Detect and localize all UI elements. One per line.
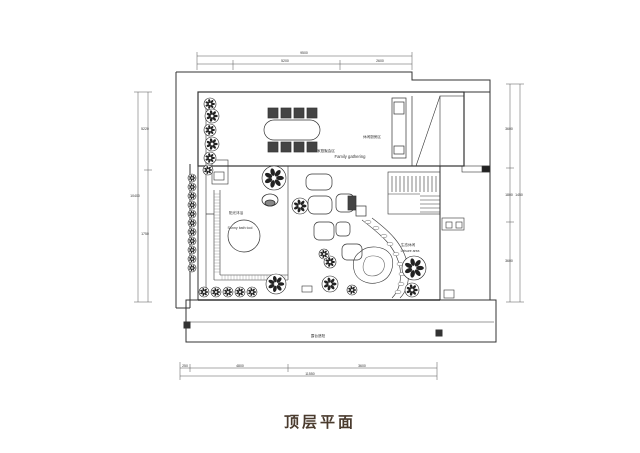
tree-symbol xyxy=(187,173,197,183)
tree-symbol xyxy=(321,275,339,293)
kitchen-counter xyxy=(391,96,413,166)
trees-and-plants xyxy=(187,97,427,298)
tree-symbol xyxy=(203,123,217,137)
staircase xyxy=(387,171,441,215)
bottom-dim-right: 3600 xyxy=(358,364,366,368)
pool xyxy=(352,246,393,284)
tree-symbol xyxy=(187,182,197,192)
tree-symbol xyxy=(318,248,330,260)
tree-symbol xyxy=(203,151,217,165)
label-family-en: Family gathering xyxy=(335,154,367,159)
top-dim-overall: 9500 xyxy=(300,51,308,55)
top-dim-right: 2600 xyxy=(376,59,384,63)
glass-partition xyxy=(415,95,491,173)
drawing-title: 顶层平面 xyxy=(283,413,356,431)
tree-symbol xyxy=(203,97,217,111)
label-landscape-en: Leisure area xyxy=(401,249,420,253)
tree-symbol xyxy=(202,164,214,176)
right-planters xyxy=(301,217,465,299)
tree-symbol xyxy=(346,284,358,296)
label-kitchen-cn: 休闲厨房区 xyxy=(363,134,381,139)
bottom-dim-small: 250 xyxy=(182,364,188,368)
sunbath-rug xyxy=(206,213,261,253)
left-dimension xyxy=(134,91,152,303)
tree-symbol xyxy=(404,282,420,298)
tree-symbol xyxy=(265,273,287,295)
bottom-dimension xyxy=(179,362,438,380)
label-landscape-cn: 生态休闲 xyxy=(401,242,416,247)
tree-symbol xyxy=(187,209,197,219)
tree-symbol xyxy=(291,197,309,215)
dining-table xyxy=(263,107,321,153)
label-family-cn: 家庭聚会区 xyxy=(317,148,335,153)
tree-symbol xyxy=(204,108,220,124)
top-dimension xyxy=(196,52,413,70)
tree-symbol xyxy=(261,165,287,191)
bottom-dim-left: 4800 xyxy=(236,364,244,368)
tree-symbol xyxy=(187,218,197,228)
right-dim-lower: 3600 xyxy=(505,259,513,263)
curved-path xyxy=(361,217,409,299)
tree-symbol xyxy=(401,255,427,281)
top-dim-left: 5200 xyxy=(281,59,289,63)
left-dim-overall: 10400 xyxy=(130,194,140,198)
planter-hatching xyxy=(214,193,286,280)
tree-symbol xyxy=(323,255,337,269)
label-sunbath-en: Sunny bath tool xyxy=(228,226,253,230)
tree-symbol xyxy=(187,191,197,201)
tree-symbol xyxy=(187,254,197,264)
label-canopy-cn: 露台遮阳 xyxy=(311,333,326,338)
left-dim-upper: 5220 xyxy=(141,127,149,131)
left-dim-lower: 1750 xyxy=(141,232,149,236)
tree-symbol xyxy=(187,200,197,210)
tree-symbol xyxy=(187,245,197,255)
right-dimension xyxy=(506,83,524,303)
path-stones xyxy=(364,219,406,295)
tree-symbol xyxy=(222,286,234,298)
tree-symbol xyxy=(204,136,220,152)
right-dim-middle: 1800 xyxy=(505,193,513,197)
lounge-chair xyxy=(261,193,279,207)
bottom-dim-overall: 11550 xyxy=(305,372,315,376)
tree-symbol xyxy=(187,263,197,273)
tree-symbol xyxy=(210,286,222,298)
lounge-furniture xyxy=(305,173,367,261)
tree-symbol xyxy=(246,286,258,298)
tree-symbol xyxy=(187,227,197,237)
label-sunbath-cn: 阳光沐浴 xyxy=(229,210,244,215)
tree-symbol xyxy=(234,286,246,298)
right-dim-overall: 1450 xyxy=(515,193,523,197)
tree-symbol xyxy=(198,286,210,298)
right-dim-upper: 3600 xyxy=(505,127,513,131)
tree-symbol xyxy=(187,236,197,246)
